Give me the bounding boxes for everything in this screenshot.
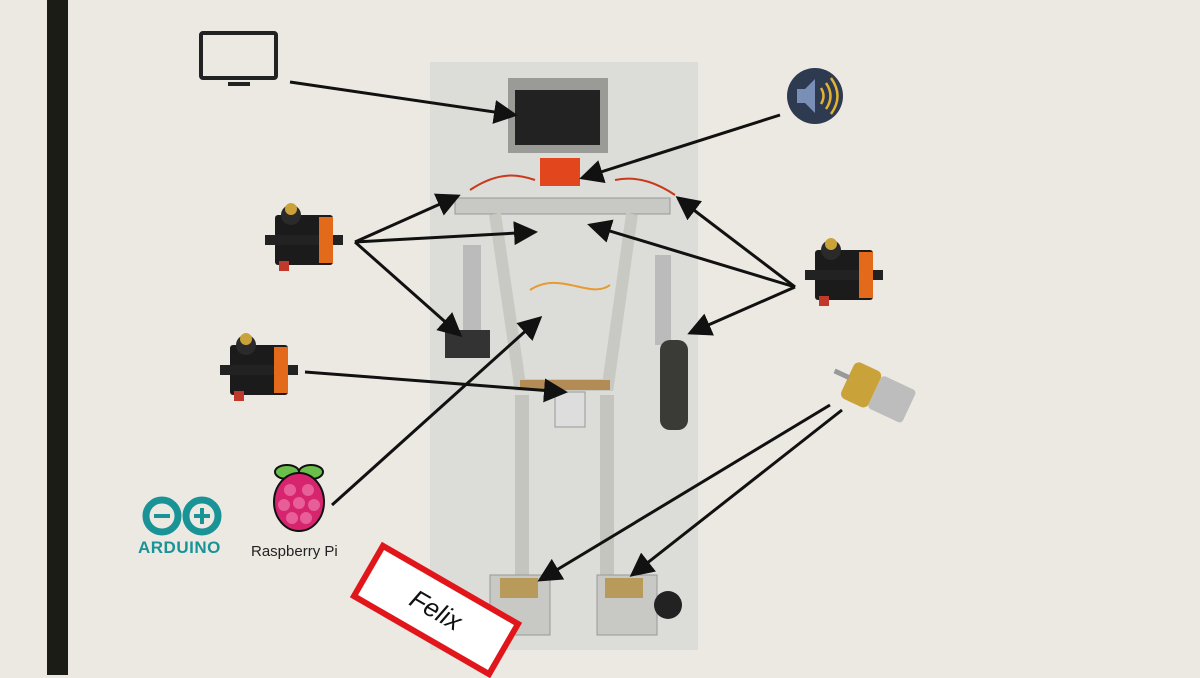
monitor-icon <box>199 31 278 86</box>
servo-motor-icon <box>805 238 883 306</box>
arduino-logo <box>142 496 222 536</box>
servo-motor-icon <box>265 203 343 271</box>
servo-motor-icon <box>220 333 298 401</box>
robot-name-text: Felix <box>404 582 468 637</box>
connector-arrows <box>289 80 843 582</box>
dc-gear-motor-icon <box>833 362 916 423</box>
speaker-icon <box>787 68 843 124</box>
slide-accent-bar <box>47 0 68 675</box>
raspberry-pi-logo-text: Raspberry Pi <box>251 543 338 560</box>
robot-photo <box>430 62 698 650</box>
arduino-logo-text: ARDUINO <box>138 538 221 557</box>
raspberry-pi-logo <box>273 464 325 532</box>
